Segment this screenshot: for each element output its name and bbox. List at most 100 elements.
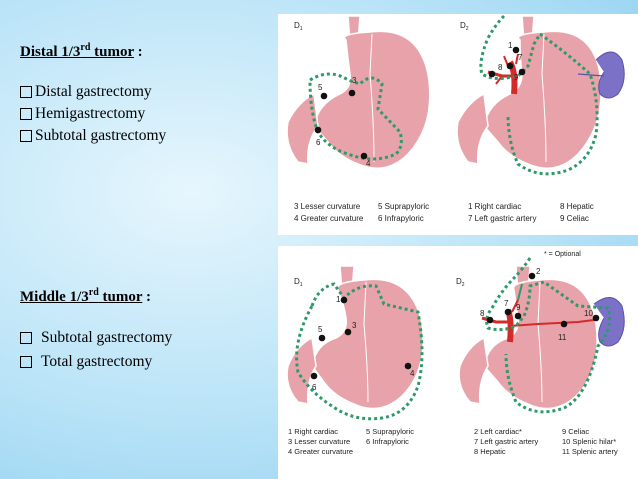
lymph-node	[504, 308, 512, 316]
distal-heading-text: Distal 1/3rd tumor	[20, 42, 134, 60]
node-label: 7	[504, 299, 509, 308]
legend-item: 9 Celiac	[560, 214, 589, 223]
lymph-node	[506, 62, 514, 70]
legend-item: 1 Right cardiac	[468, 202, 521, 211]
lymph-node	[488, 70, 496, 78]
legend-item: 6 Infrapyloric	[378, 214, 424, 223]
legend-item: 8 Hepatic	[474, 447, 506, 456]
lymph-node	[404, 362, 412, 370]
list-item: Subtotal gastrectomy	[20, 125, 166, 147]
distal-third-section: Distal 1/3rd tumor : Distal gastrectomy …	[20, 42, 166, 147]
bottom-diagram-svg: * = Optional D1 1 5 3 6 4 1 Right cardia…	[286, 251, 625, 456]
d2-top-legend: 1 Right cardiac 7 Left gastric artery 8 …	[468, 202, 594, 223]
node-label: 4	[410, 369, 415, 378]
legend-item: 10 Splenic hilar*	[562, 437, 616, 446]
d2-bottom-legend: 2 Left cardiac* 7 Left gastric artery 8 …	[474, 427, 618, 456]
d2-bottom-stomach	[458, 265, 598, 410]
lymph-node	[314, 126, 322, 134]
lymph-node	[512, 46, 520, 54]
distal-third-heading: Distal 1/3rd tumor :	[20, 42, 143, 60]
node-label: 4	[366, 159, 371, 168]
lymph-node	[560, 320, 568, 328]
distal-procedure-list: Distal gastrectomy Hemigastrectomy Subto…	[20, 81, 166, 147]
list-item: Subtotal gastrectomy	[20, 326, 172, 350]
node-label: 5	[318, 83, 323, 92]
list-item: Distal gastrectomy	[20, 81, 166, 103]
legend-item: 4 Greater curvature	[288, 447, 353, 456]
node-label: 7	[518, 53, 523, 62]
node-label: 11	[558, 333, 567, 342]
d1-bottom-legend: 1 Right cardiac 3 Lesser curvature 4 Gre…	[288, 427, 414, 456]
checkbox-icon	[20, 86, 32, 98]
node-label: 6	[316, 138, 321, 147]
lymph-node	[518, 68, 526, 76]
lymph-node	[340, 296, 348, 304]
legend-item: 5 Suprapyloric	[378, 202, 429, 211]
d1-bottom-label: D1	[294, 277, 303, 288]
d2-top-stomach	[456, 15, 602, 169]
middle-third-heading: Middle 1/3rd tumor :	[20, 287, 151, 305]
legend-item: 2 Left cardiac*	[474, 427, 522, 436]
node-label: 8	[480, 309, 485, 318]
middle-procedure-list: Subtotal gastrectomy Total gastrectomy	[20, 326, 172, 374]
lymph-node	[310, 372, 318, 380]
lymph-node	[592, 314, 600, 322]
d1-bottom-nodes: 1 5 3 6 4	[310, 295, 415, 392]
node-label: 1	[508, 41, 513, 50]
checkbox-icon	[20, 356, 32, 368]
d2-bottom-nodes: 2 7 8 9 11 10	[480, 267, 600, 342]
middle-heading-text: Middle 1/3rd tumor	[20, 287, 143, 305]
node-label: 9	[516, 303, 521, 312]
node-label: 10	[584, 309, 593, 318]
d1-top-nodes: 5 3 6 4	[314, 76, 371, 168]
node-label: 1	[336, 295, 341, 304]
d2-top-nodes: 1 7 8 9	[488, 41, 526, 82]
optional-note: * = Optional	[544, 251, 581, 258]
d2-bottom-spleen	[593, 297, 625, 347]
d2-bottom-label: D2	[456, 277, 465, 288]
checkbox-icon	[20, 130, 32, 142]
d2-top-dissection-line	[479, 14, 599, 176]
legend-item: 7 Left gastric artery	[468, 214, 536, 223]
lymph-node	[528, 272, 536, 280]
checkbox-icon	[20, 108, 32, 120]
lymph-node	[318, 334, 326, 342]
d2-top-spleen	[577, 51, 625, 99]
legend-item: 9 Celiac	[562, 427, 589, 436]
node-label: 2	[536, 267, 541, 276]
node-label: 9	[514, 73, 519, 82]
lymph-node	[486, 316, 494, 324]
d2-top-label: D2	[460, 21, 469, 32]
legend-item: 6 Infrapyloric	[366, 437, 409, 446]
lymph-node	[320, 92, 328, 100]
legend-item: 7 Left gastric artery	[474, 437, 538, 446]
node-label: 6	[312, 383, 317, 392]
d1-top-legend: 3 Lesser curvature 4 Greater curvature 5…	[294, 202, 429, 223]
legend-item: 5 Suprapyloric	[366, 427, 414, 436]
legend-item: 3 Lesser curvature	[294, 202, 361, 211]
legend-item: 1 Right cardiac	[288, 427, 338, 436]
list-item: Total gastrectomy	[20, 350, 172, 374]
d1-top-stomach	[286, 15, 431, 169]
node-label: 3	[352, 76, 357, 85]
legend-item: 8 Hepatic	[560, 202, 594, 211]
legend-item: 3 Lesser curvature	[288, 437, 350, 446]
lymph-node	[348, 89, 356, 97]
node-label: 3	[352, 321, 357, 330]
d2-bottom-dissection-line	[485, 257, 612, 414]
top-diagram-panel: D1 5 3 6 4 3 Lesser curvature 4 Greater …	[278, 14, 638, 235]
legend-item: 11 Splenic artery	[562, 447, 618, 456]
middle-third-section: Middle 1/3rd tumor : Subtotal gastrectom…	[20, 287, 172, 374]
node-label: 8	[498, 63, 503, 72]
bottom-diagram-panel: * = Optional D1 1 5 3 6 4 1 Right cardia…	[278, 246, 638, 479]
legend-item: 4 Greater curvature	[294, 214, 364, 223]
checkbox-icon	[20, 332, 32, 344]
lymph-node	[344, 328, 352, 336]
d1-bottom-stomach	[286, 265, 424, 410]
node-label: 5	[318, 325, 323, 334]
lymph-node	[514, 312, 522, 320]
list-item: Hemigastrectomy	[20, 103, 166, 125]
top-diagram-svg: D1 5 3 6 4 3 Lesser curvature 4 Greater …	[286, 14, 625, 223]
lymph-node	[360, 152, 368, 160]
d1-top-label: D1	[294, 21, 303, 32]
